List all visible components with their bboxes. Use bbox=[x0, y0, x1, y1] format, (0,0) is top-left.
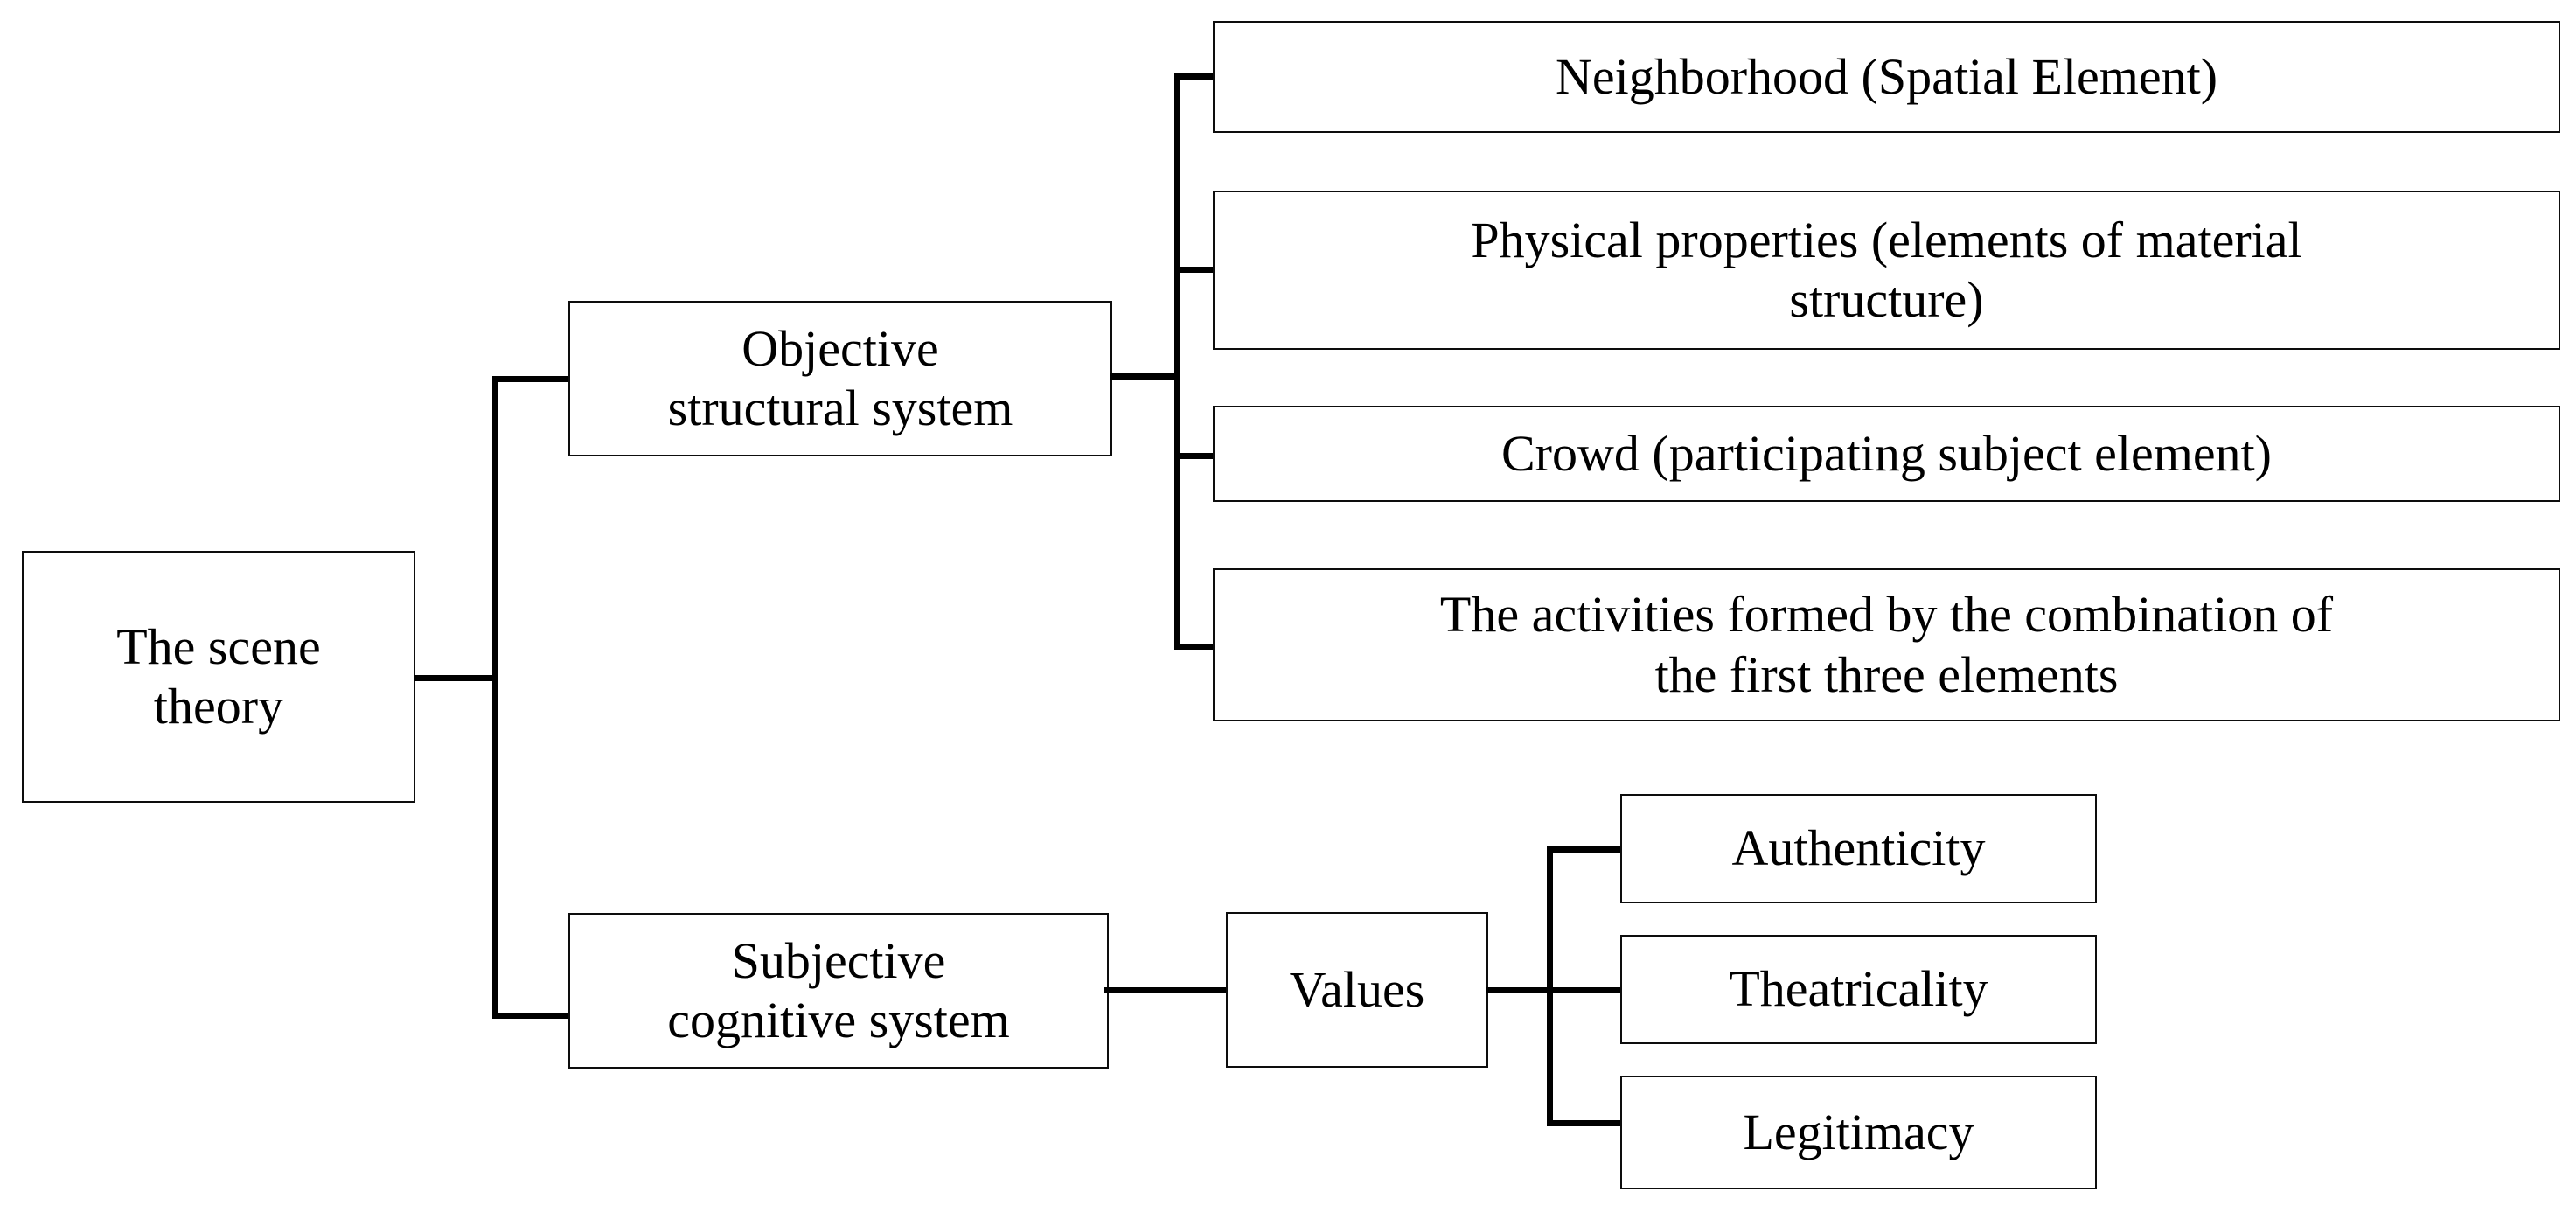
connector-stub-physical-properties bbox=[1174, 267, 1216, 273]
node-neighborhood[interactable]: Neighborhood (Spatial Element) bbox=[1213, 21, 2560, 133]
connector-spine-to-objective bbox=[492, 376, 588, 382]
node-root-the-scene-theory[interactable]: The scene theory bbox=[22, 551, 415, 803]
node-objective-structural-system[interactable]: Objective structural system bbox=[568, 301, 1112, 456]
node-subjective-cognitive-system[interactable]: Subjective cognitive system bbox=[568, 913, 1109, 1069]
connector-main-spine bbox=[492, 376, 498, 1019]
connector-stub-crowd bbox=[1174, 453, 1216, 459]
connector-subjective-to-values bbox=[1104, 987, 1230, 993]
node-root-label: The scene theory bbox=[116, 617, 321, 735]
connector-stub-theatricality bbox=[1547, 987, 1624, 993]
node-neighborhood-label: Neighborhood (Spatial Element) bbox=[1555, 47, 2218, 105]
connector-stub-authenticity bbox=[1547, 846, 1624, 853]
node-theatricality[interactable]: Theatricality bbox=[1620, 935, 2097, 1044]
node-subjective-label: Subjective cognitive system bbox=[667, 931, 1010, 1048]
connector-values-spine bbox=[1547, 846, 1553, 1126]
connector-stub-legitimacy bbox=[1547, 1120, 1624, 1126]
node-activities[interactable]: The activities formed by the combination… bbox=[1213, 568, 2560, 721]
node-legitimacy[interactable]: Legitimacy bbox=[1620, 1076, 2097, 1189]
connector-spine-to-subjective bbox=[492, 1013, 588, 1019]
connector-objective-spine bbox=[1174, 73, 1180, 646]
connector-stub-neighborhood bbox=[1174, 73, 1216, 80]
connector-values-to-spine bbox=[1486, 987, 1553, 993]
node-authenticity-label: Authenticity bbox=[1731, 819, 1986, 877]
connector-stub-activities bbox=[1174, 644, 1216, 650]
node-crowd[interactable]: Crowd (participating subject element) bbox=[1213, 406, 2560, 502]
node-legitimacy-label: Legitimacy bbox=[1743, 1103, 1974, 1160]
connector-root-to-spine bbox=[414, 675, 497, 681]
node-physical-properties-label: Physical properties (elements of materia… bbox=[1471, 211, 2302, 328]
node-activities-label: The activities formed by the combination… bbox=[1439, 586, 2334, 703]
node-theatricality-label: Theatricality bbox=[1729, 960, 1988, 1018]
node-authenticity[interactable]: Authenticity bbox=[1620, 794, 2097, 903]
node-values[interactable]: Values bbox=[1226, 912, 1488, 1068]
connector-objective-to-spine bbox=[1110, 373, 1180, 380]
node-physical-properties[interactable]: Physical properties (elements of materia… bbox=[1213, 191, 2560, 350]
node-objective-label: Objective structural system bbox=[667, 319, 1013, 436]
node-values-label: Values bbox=[1289, 960, 1425, 1018]
node-crowd-label: Crowd (participating subject element) bbox=[1501, 424, 2272, 482]
